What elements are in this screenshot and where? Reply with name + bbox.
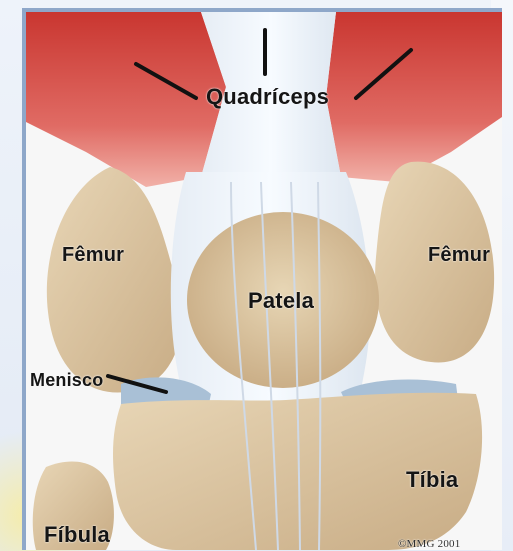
fibula-bone — [33, 462, 114, 550]
knee-illustration: Quadríceps Fêmur Fêmur Patela Menisco Tí… — [22, 8, 502, 550]
knee-anatomy-drawing — [26, 12, 502, 550]
patella-bone — [187, 212, 379, 388]
